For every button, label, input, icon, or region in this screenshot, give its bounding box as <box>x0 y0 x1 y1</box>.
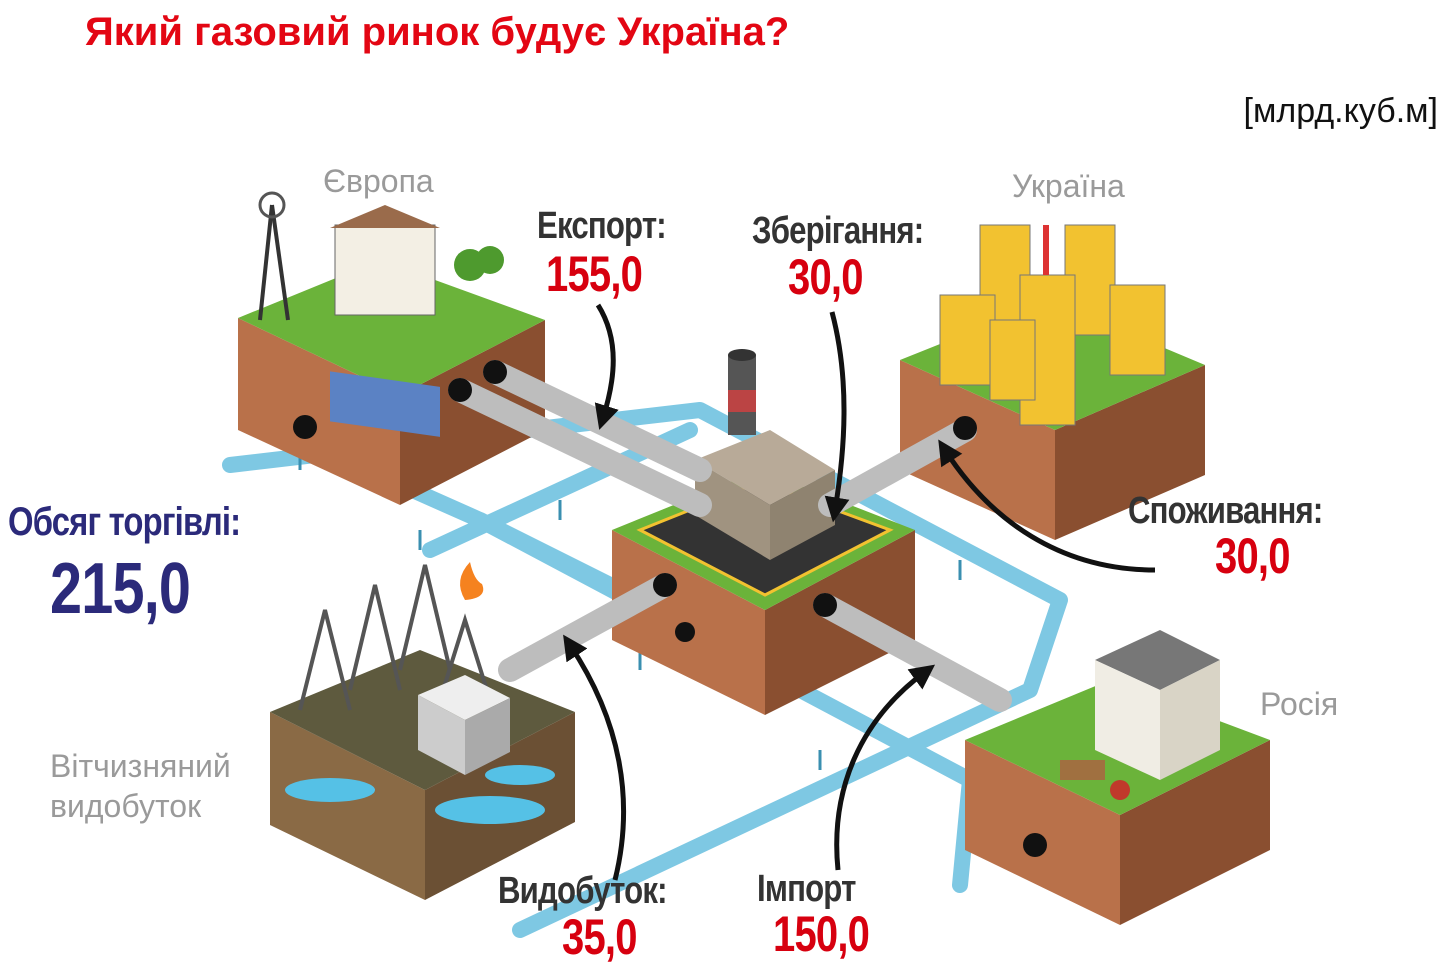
production-label: Видобуток: <box>498 870 667 912</box>
export-label: Експорт: <box>537 205 667 247</box>
flow-arrows <box>563 303 1156 881</box>
storage-value: 30,0 <box>788 249 863 305</box>
region-europe: Європа <box>323 163 434 199</box>
region-domestic-line2: видобуток <box>50 788 202 824</box>
import-arrow <box>834 664 936 871</box>
region-russia: Росія <box>1260 686 1339 722</box>
import-value: 150,0 <box>773 906 870 962</box>
russia-block <box>965 630 1270 925</box>
consumption-label: Споживання: <box>1128 490 1323 532</box>
production-arrow <box>563 634 626 881</box>
export-arrow <box>594 303 619 430</box>
domestic-block <box>270 562 575 900</box>
europe-block <box>238 191 545 505</box>
region-ukraine: Україна <box>1012 168 1125 204</box>
storage-arrow <box>824 311 850 523</box>
export-value: 155,0 <box>546 246 643 302</box>
consumption-value: 30,0 <box>1215 528 1290 584</box>
import-label: Імпорт <box>757 868 856 910</box>
unit-label: [млрд.куб.м] <box>1243 92 1438 130</box>
consumption-arrow <box>938 439 1156 573</box>
storage-label: Зберігання: <box>752 210 924 252</box>
production-value: 35,0 <box>562 909 637 965</box>
page-title: Який газовий ринок будує Україна? <box>85 10 790 54</box>
trade-volume-label: Обсяг торгівлі: <box>8 500 241 544</box>
region-domestic-line1: Вітчизняний <box>50 748 231 784</box>
pipe-ends <box>293 360 1047 857</box>
ukraine-block <box>900 224 1205 540</box>
trade-volume-value: 215,0 <box>50 549 191 629</box>
center-block <box>612 349 915 715</box>
